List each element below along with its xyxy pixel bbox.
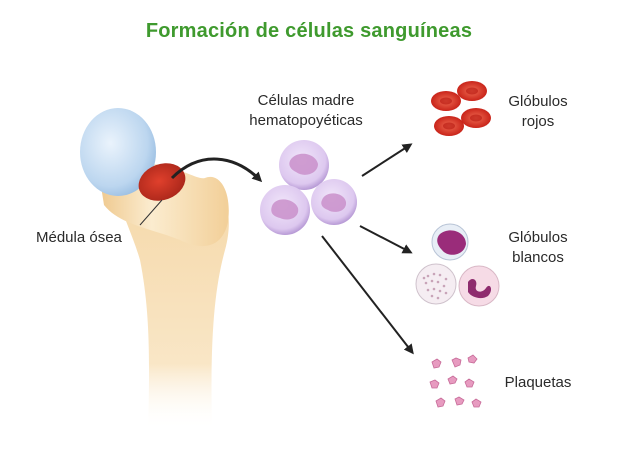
white-cells-label-line1: Glóbulos — [508, 229, 568, 246]
stem-cell — [311, 179, 357, 225]
diagram-title: Formación de células sanguíneas — [145, 20, 473, 42]
stem-cell — [279, 140, 329, 190]
cartilage-cap — [80, 108, 156, 196]
arrow-to-platelets — [321, 235, 414, 355]
white-cells-label-line2: blancos — [512, 249, 564, 266]
platelet — [429, 379, 440, 389]
arrow-to-red-cells — [361, 143, 413, 177]
stem-cells-label-line1: Células madre — [257, 92, 355, 109]
bone-illustration — [80, 108, 229, 430]
stem-cells-label-line2: hematopoyéticas — [249, 112, 363, 129]
red-cells-label-line2: rojos — [521, 113, 555, 130]
arrow-to-white-cells — [359, 225, 413, 254]
marrow-to-stem-arrow — [170, 157, 263, 183]
red-blood-cell — [434, 116, 464, 136]
platelet — [464, 378, 475, 388]
red-blood-cells — [431, 81, 491, 136]
marrow-pointer-line — [139, 199, 163, 226]
platelet — [471, 398, 482, 408]
platelet — [451, 357, 462, 368]
platelet — [467, 354, 478, 364]
stem-cells-group — [260, 140, 357, 235]
granulocyte-cell — [415, 263, 457, 305]
platelet — [447, 375, 458, 385]
platelet — [454, 396, 465, 406]
lymphocyte-cell — [431, 223, 469, 261]
platelet — [431, 358, 442, 369]
marrow-label: Médula ósea — [36, 229, 122, 246]
red-cells-label-line1: Glóbulos — [508, 93, 568, 110]
platelets-label: Plaquetas — [504, 374, 572, 391]
platelets-group — [429, 354, 482, 408]
red-blood-cell — [457, 81, 487, 101]
red-blood-cell — [461, 108, 491, 128]
white-blood-cells — [415, 223, 500, 307]
marrow-region — [138, 163, 186, 201]
neutrophil-cell — [458, 265, 500, 307]
stem-cell — [260, 185, 310, 235]
red-blood-cell — [431, 91, 461, 111]
platelet — [435, 397, 446, 408]
